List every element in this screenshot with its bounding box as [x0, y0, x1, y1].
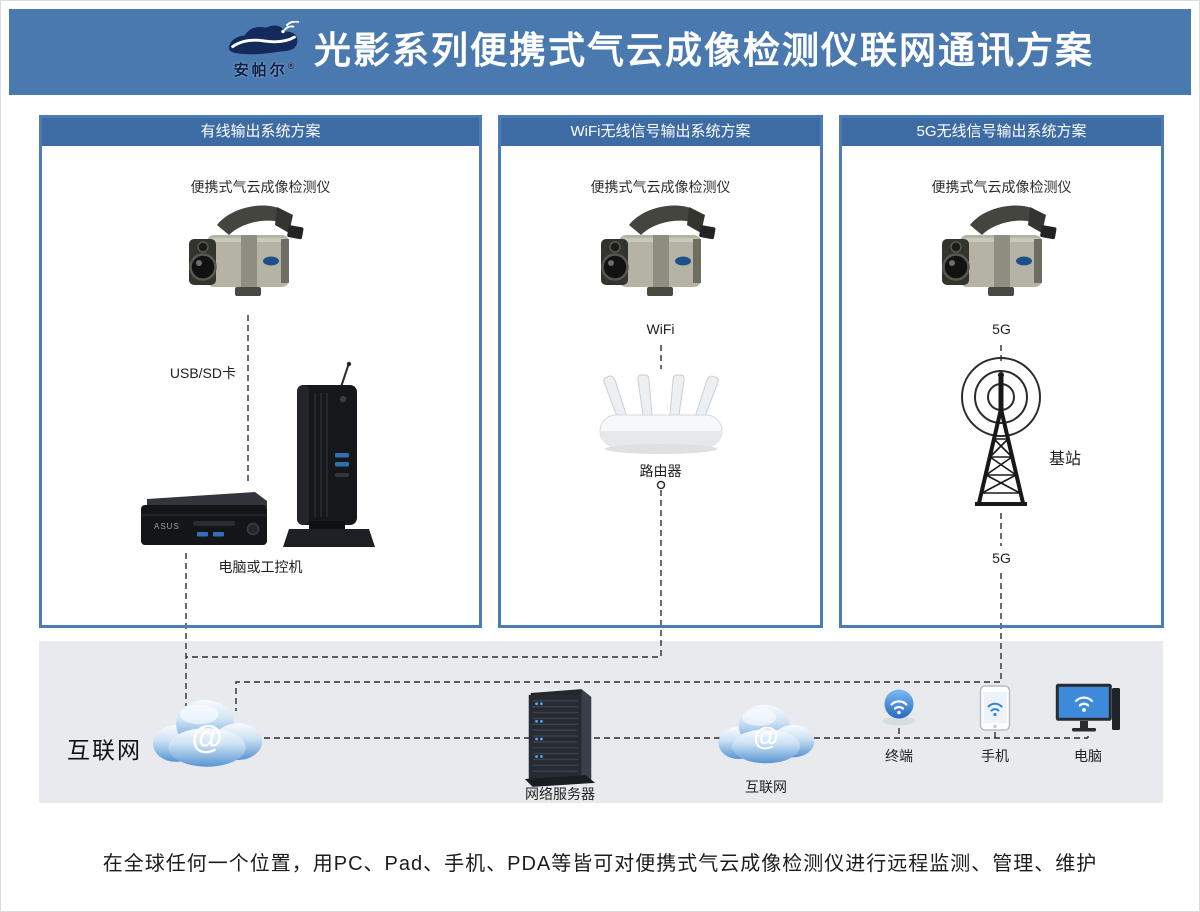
internet-cloud: @: [149, 689, 265, 771]
internet-label: 互联网: [745, 779, 787, 795]
at-symbol: @: [191, 718, 223, 755]
at-symbol: @: [753, 720, 779, 751]
base-station-tower-icon: [933, 357, 1069, 509]
gas-imaging-camera-icon: [595, 199, 727, 309]
detector-label: 便携式气云成像检测仪: [931, 179, 1072, 195]
detector-label: 便携式气云成像检测仪: [590, 179, 731, 195]
pc-label: 电脑或工控机: [218, 559, 303, 575]
phone-icon: [979, 685, 1011, 731]
brand-cloud-icon: [228, 21, 300, 55]
internet-cloud-2: @: [715, 695, 817, 767]
registered-mark: ®: [287, 61, 295, 71]
panel-wired: 有线输出系统方案 便携式气云成像检测仪 USB/SD卡 ASUS 电脑或工控机: [39, 115, 482, 628]
terminal-label: 终端: [885, 748, 913, 764]
panel-5g-title: 5G无线信号输出系统方案: [842, 118, 1161, 146]
internet-strip: 互联网 @ 网络服务器 @ 互联网 终端 手机 电脑: [39, 641, 1163, 803]
5g-uplink-label: 5G: [992, 321, 1011, 337]
header-bar: 安帕尔® 光影系列便携式气云成像检测仪联网通讯方案: [9, 9, 1191, 95]
server-rack-icon: [517, 687, 603, 787]
panel-5g: 5G无线信号输出系统方案 便携式气云成像检测仪 5G 基站 5G: [839, 115, 1164, 628]
page-title: 光影系列便携式气云成像检测仪联网通讯方案: [314, 31, 1094, 72]
base-station-label: 基站: [1049, 451, 1082, 468]
router-label: 路由器: [639, 463, 682, 479]
mini-tower-pc-icon: [283, 361, 375, 553]
panel-wifi: WiFi无线信号输出系统方案 便携式气云成像检测仪 WiFi 路由器: [498, 115, 823, 628]
mini-pc-icon: [137, 487, 271, 551]
terminal-device-icon: [877, 687, 921, 727]
server-label: 网络服务器: [525, 786, 595, 802]
panel-wifi-title: WiFi无线信号输出系统方案: [501, 118, 820, 146]
wifi-label: WiFi: [646, 321, 675, 337]
usb-sd-label: USB/SD卡: [169, 365, 236, 381]
brand-name: 安帕尔®: [233, 61, 295, 79]
computer-monitor-icon: [1055, 683, 1121, 735]
panel-wired-title: 有线输出系统方案: [42, 118, 479, 146]
gas-imaging-camera-icon: [183, 199, 315, 309]
router-icon: [597, 367, 725, 457]
5g-downlink-label: 5G: [992, 550, 1011, 566]
computer-label: 电脑: [1074, 748, 1102, 764]
gas-imaging-camera-icon: [936, 199, 1068, 309]
phone-label: 手机: [981, 748, 1009, 764]
internet-title: 互联网: [67, 737, 142, 763]
brand-logo: 安帕尔®: [209, 21, 319, 80]
pc-brand-label: ASUS: [154, 522, 180, 531]
caption: 在全球任何一个位置，用PC、Pad、手机、PDA等皆可对便携式气云成像检测仪进行…: [102, 853, 1098, 875]
detector-label: 便携式气云成像检测仪: [190, 179, 331, 195]
